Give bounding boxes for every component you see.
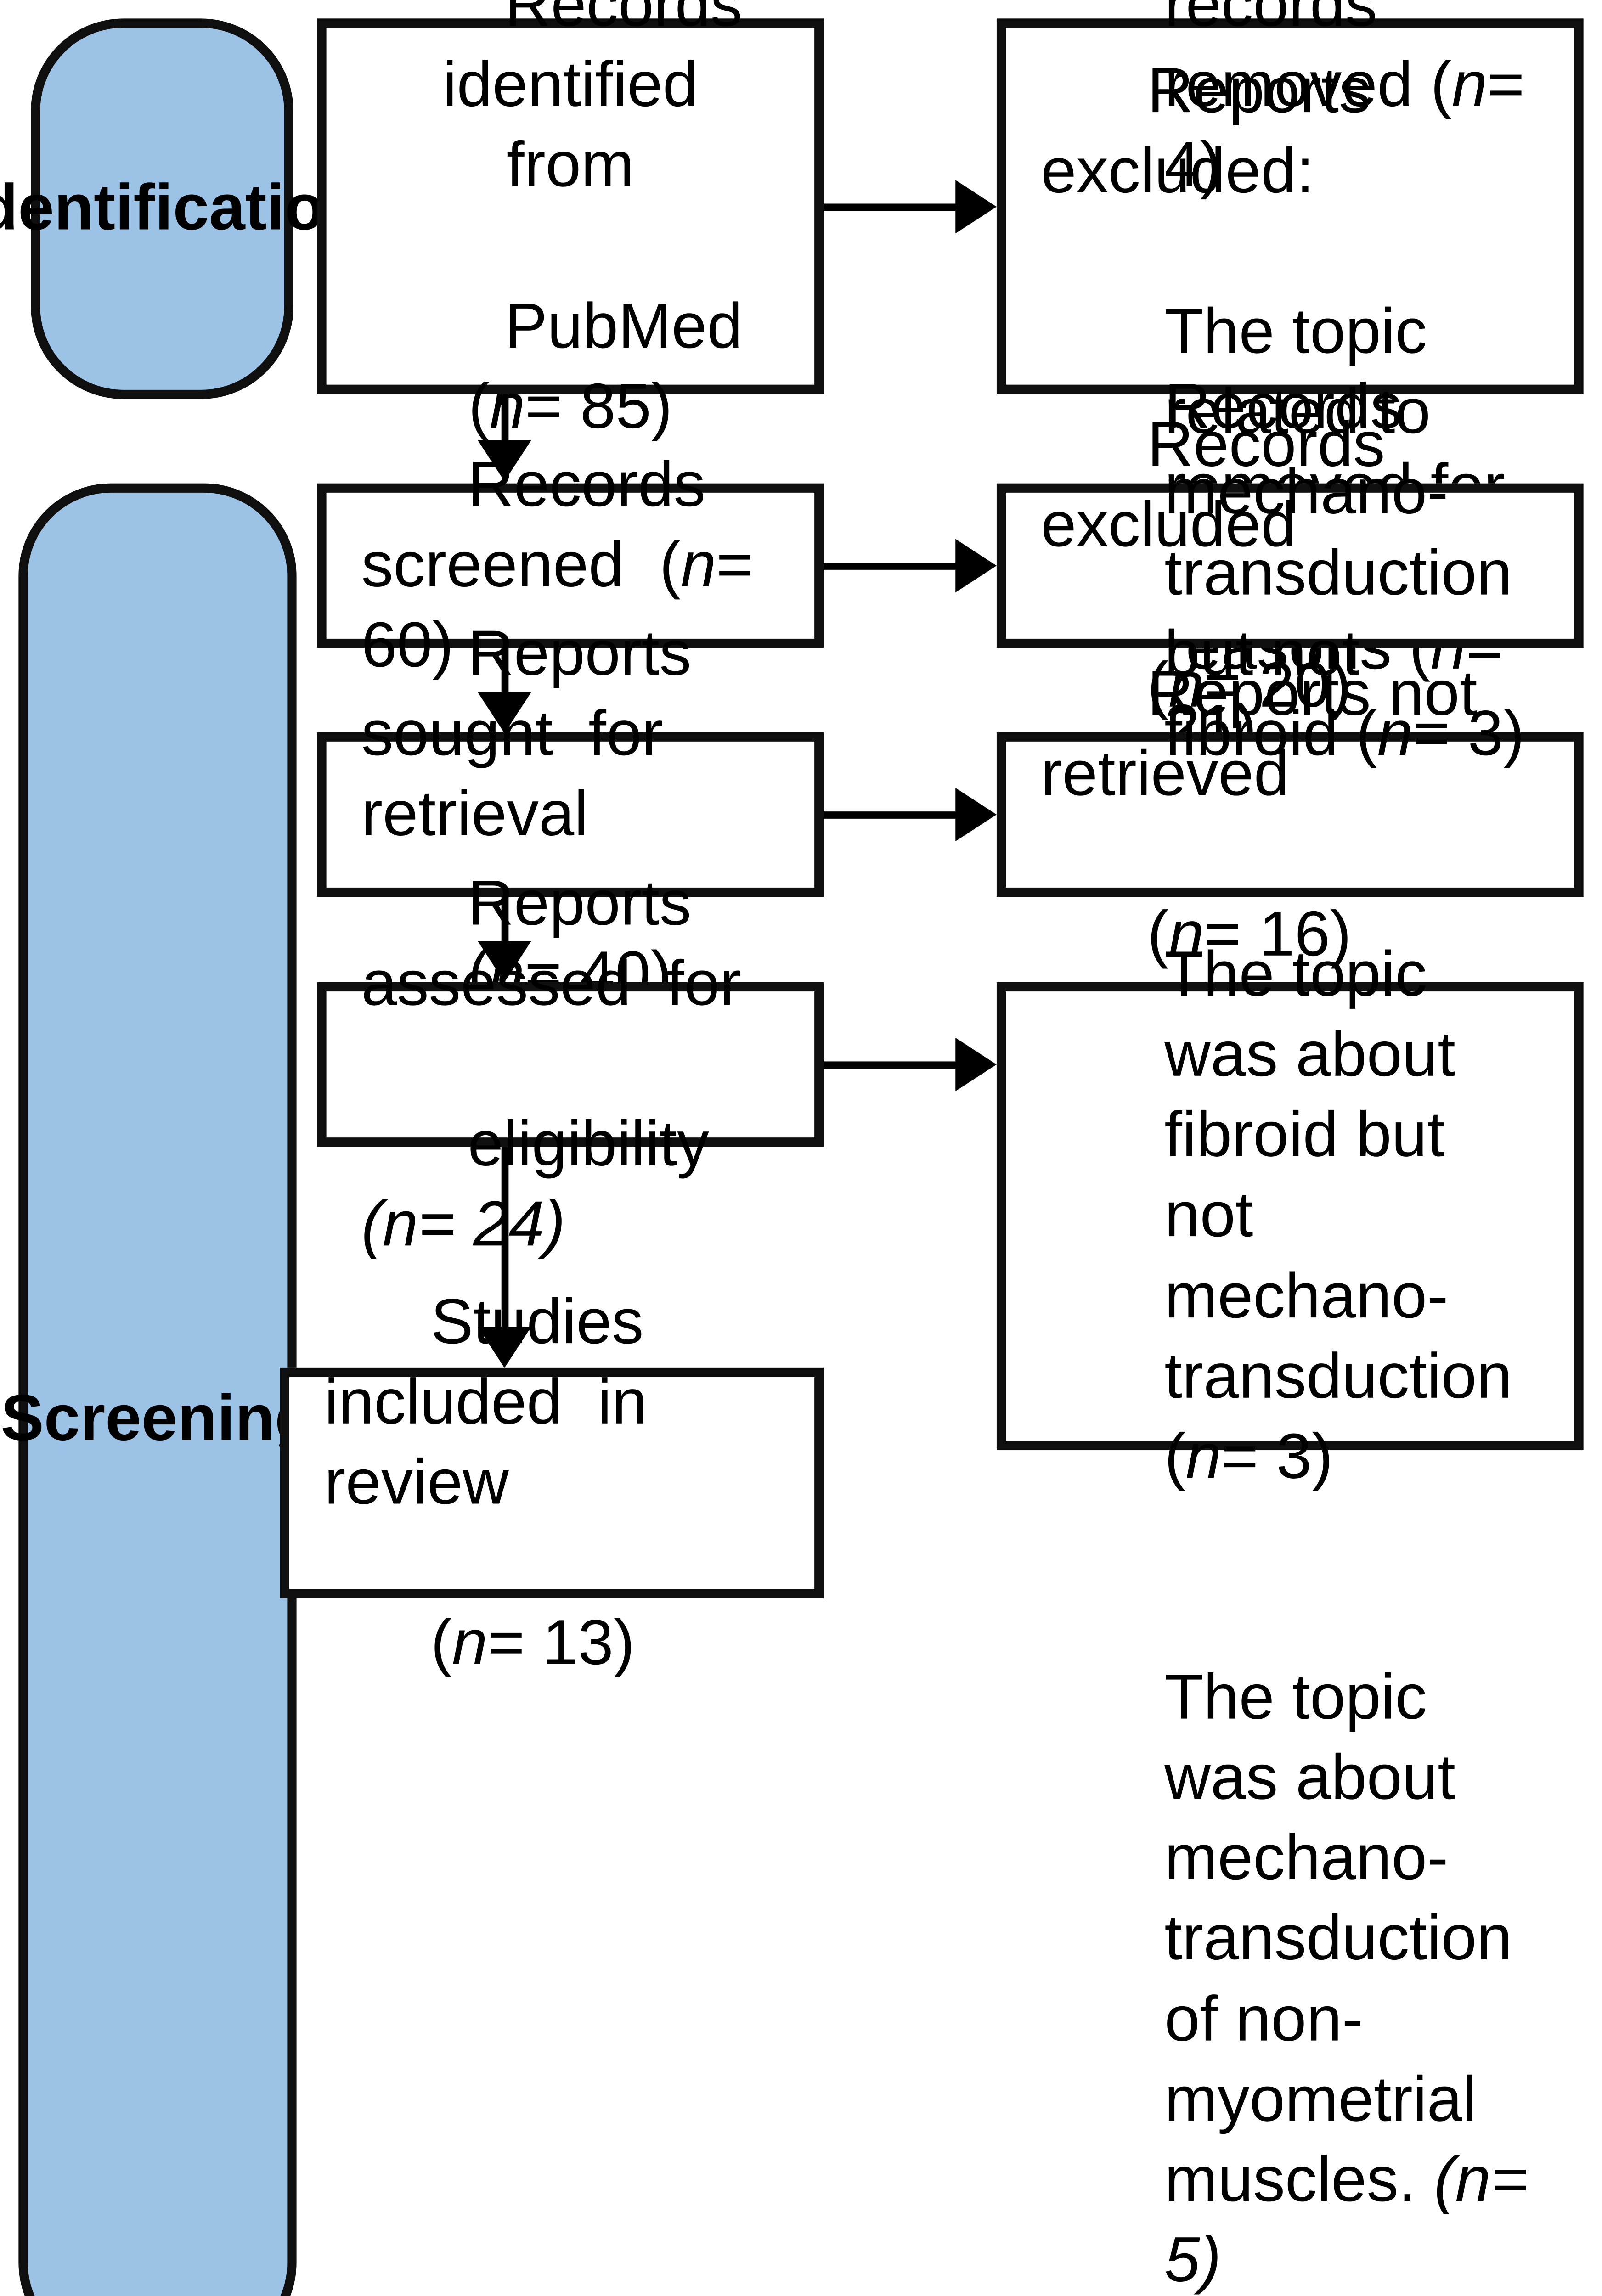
node-reports-excluded: Reports excluded: The topic related to m… <box>996 56 1584 2296</box>
removed-item-duplicates: Duplicate records removed (n= 4) <box>1164 0 1543 201</box>
node-records-excluded-text: Records excluded (n= 20) <box>1041 409 1403 721</box>
node-reports-excluded-text: Reports excluded: The topic related to m… <box>1006 0 1574 2296</box>
arrowhead-sought-to-not-retrieved <box>955 788 997 842</box>
node-reports-assessed: Reports assessed for eligibility (n= 24) <box>317 868 824 1260</box>
node-studies-included: Studies included in review (n= 13) <box>280 1286 824 1679</box>
connector-identified-to-removed <box>824 203 964 211</box>
node-records-screened-text: Records screened (n= 60) <box>361 449 772 681</box>
n-italic: n <box>681 529 716 601</box>
excluded-item-non-myometrial: The topic was about mechano-transduction… <box>1164 1662 1548 2296</box>
stage-box-identification: Identification <box>0 18 364 400</box>
node-records-screened: Records screened (n= 60) <box>317 449 824 681</box>
arrowhead-screened-to-sought <box>478 692 531 733</box>
n-italic: n <box>1451 50 1488 121</box>
connector-assessed-to-included <box>501 1147 509 1342</box>
connector-assessed-to-excluded <box>824 1061 964 1069</box>
node-reports-not-retrieved-text: Reports not retrieved (n= 16) <box>1041 658 1495 970</box>
n-italic: n <box>1168 650 1204 721</box>
n-italic: (n <box>1434 2144 1491 2215</box>
excluded-item-not-fibroid: The topic related to mechano-transductio… <box>1164 296 1530 769</box>
node-reports-assessed-text: Reports assessed for eligibility (n= 24) <box>361 867 741 1261</box>
node-records-identified-text: Records identified from PubMed (n= 85) <box>442 0 761 442</box>
connector-sought-to-not-retrieved <box>824 811 964 819</box>
arrowhead-assessed-to-excluded <box>955 1037 997 1092</box>
n-italic: n <box>452 1608 488 1679</box>
node-records-removed-before-screening: Records removed before screening: Duplic… <box>996 0 1584 763</box>
node-studies-included-text: Studies included in review (n= 13) <box>324 1286 665 1679</box>
excluded-item-not-mechanotransduction: The topic was about fibroid but not mech… <box>1164 939 1548 1492</box>
arrowhead-sought-to-assessed <box>478 941 531 982</box>
n-italic: n <box>1377 698 1413 769</box>
stage-label-screening: Screening <box>0 1382 315 1455</box>
arrowhead-identified-to-removed <box>955 180 997 234</box>
arrowhead-screened-to-excluded <box>955 539 997 593</box>
stage-label-identification: Identification <box>0 172 364 244</box>
node-reports-not-retrieved: Reports not retrieved (n= 16) <box>996 658 1584 970</box>
arrowhead-assessed-to-included <box>478 1327 531 1368</box>
node-reports-sought: Reports sought for retrieval (n= 40) <box>317 618 824 1010</box>
connector-screened-to-excluded <box>824 563 964 570</box>
stage-box-screening: Screening <box>1 483 314 2296</box>
n-italic: n <box>1185 1421 1221 1492</box>
node-records-identified: Records identified from PubMed (n= 85) <box>317 0 824 442</box>
n-italic: n <box>1168 899 1204 970</box>
n-italic: (n <box>361 1189 418 1261</box>
node-records-excluded: Records excluded (n= 20) <box>996 409 1584 721</box>
arrowhead-identified-to-screened <box>478 440 531 482</box>
